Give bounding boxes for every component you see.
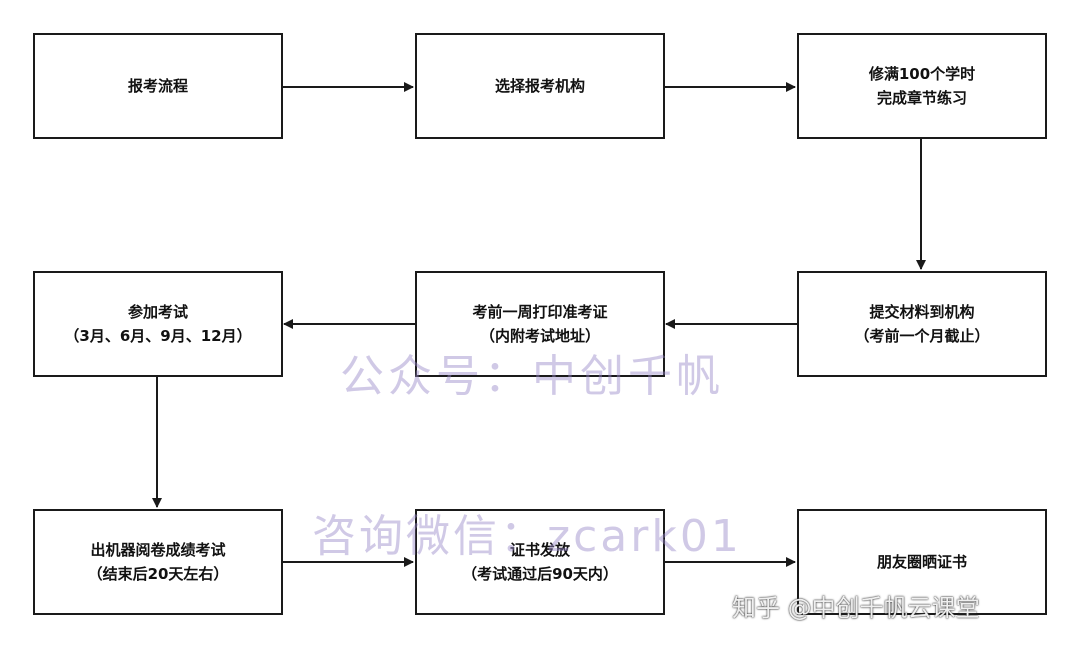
node-step8-line1: 证书发放 [509,541,570,559]
node-step1-line1: 报考流程 [127,77,188,95]
node-step7-line1: 出机器阅卷成绩考试 [90,541,226,559]
node-step5-line1: 考前一周打印准考证 [472,303,608,321]
node-step2-line1: 选择报考机构 [494,77,585,95]
node-step8-line2: （考试通过后90天内） [462,565,618,583]
node-step3: 修满100个学时 完成章节练习 [797,33,1047,139]
node-step3-line2: 完成章节练习 [876,89,967,107]
node-step3-line1: 修满100个学时 [868,65,976,83]
node-step6: 参加考试 （3月、6月、9月、12月） [33,271,283,377]
node-step7: 出机器阅卷成绩考试 （结束后20天左右） [33,509,283,615]
watermark-wechat-contact: 咨询微信：zcark01 [312,511,742,562]
node-step4-line2: （考前一个月截止） [854,327,990,345]
node-step8: 证书发放 （考试通过后90天内） [415,509,665,615]
node-step1: 报考流程 [33,33,283,139]
node-step5-line2: （内附考试地址） [479,327,600,345]
node-step6-line1: 参加考试 [127,303,188,321]
node-step6-line2: （3月、6月、9月、12月） [64,327,252,345]
watermark-official-account: 公众号：中创千帆 [340,351,724,402]
node-step7-line2: （结束后20天左右） [87,565,229,583]
node-step2: 选择报考机构 [415,33,665,139]
watermark-zhihu-credit: 知乎 @中创千帆云课堂 [732,594,980,622]
node-step9: 朋友圈晒证书 [797,509,1047,615]
node-step9-line1: 朋友圈晒证书 [876,553,967,571]
node-step4-line1: 提交材料到机构 [869,303,975,321]
node-step5: 考前一周打印准考证 （内附考试地址） [415,271,665,377]
node-step4: 提交材料到机构 （考前一个月截止） [797,271,1047,377]
